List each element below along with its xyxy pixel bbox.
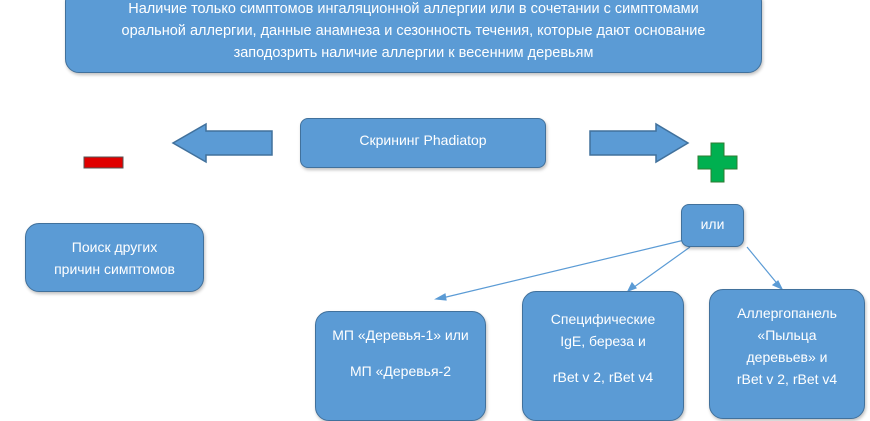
text-line: Аллергопанель (737, 305, 837, 321)
text-line: IgE, береза и (560, 333, 646, 349)
text-line: заподозрить наличие аллергии к весенним … (233, 44, 594, 61)
plus-icon (697, 142, 738, 183)
minus-icon (83, 156, 124, 169)
text-line: rBet v 2, rBet v4 (552, 369, 654, 385)
connectors (83, 122, 784, 301)
text-line: оральной аллергии, данные анамнеза и сез… (121, 22, 706, 39)
option-box-3: Аллергопанель «Пыльца деревьев» и rBet v… (709, 289, 865, 419)
text-line: «Пыльца (757, 327, 817, 343)
or-label: или (700, 216, 725, 232)
option-box-2: Специфические IgE, береза и rBet v 2, rB… (522, 291, 684, 421)
arrow-to-option-2 (629, 246, 691, 291)
text-line: МП «Деревья-2 (349, 363, 451, 379)
text-line: Поиск других (71, 238, 158, 255)
arrow-to-option-3 (746, 246, 781, 288)
text-line: деревьев» и (746, 349, 828, 365)
text-line: причин симптомов (54, 260, 175, 277)
arrow-to-option-1 (437, 236, 698, 300)
left-block-arrow (171, 122, 273, 164)
arrowhead-option-3 (771, 280, 784, 291)
top-condition-box: Наличие только симптомов ингаляционной а… (65, 0, 762, 73)
screening-box: Скрининг Phadiatop (300, 118, 546, 168)
line-spacer (316, 346, 485, 360)
line-spacer (523, 352, 683, 366)
text-line: Специфические (550, 311, 656, 327)
text-line: Наличие только симптомов ингаляционной а… (128, 0, 699, 17)
option-box-1: МП «Деревья-1» или МП «Деревья-2 (315, 311, 486, 421)
text-line: rBet v 2, rBet v4 (736, 371, 838, 387)
or-box: или (681, 204, 744, 247)
arrowhead-option-1 (434, 293, 447, 301)
screening-label: Скрининг Phadiatop (359, 132, 487, 148)
negative-result-box: Поиск других причин симптомов (25, 223, 204, 292)
right-block-arrow (589, 122, 690, 164)
text-line: МП «Деревья-1» или (332, 327, 469, 343)
arrowhead-option-2 (626, 281, 637, 293)
